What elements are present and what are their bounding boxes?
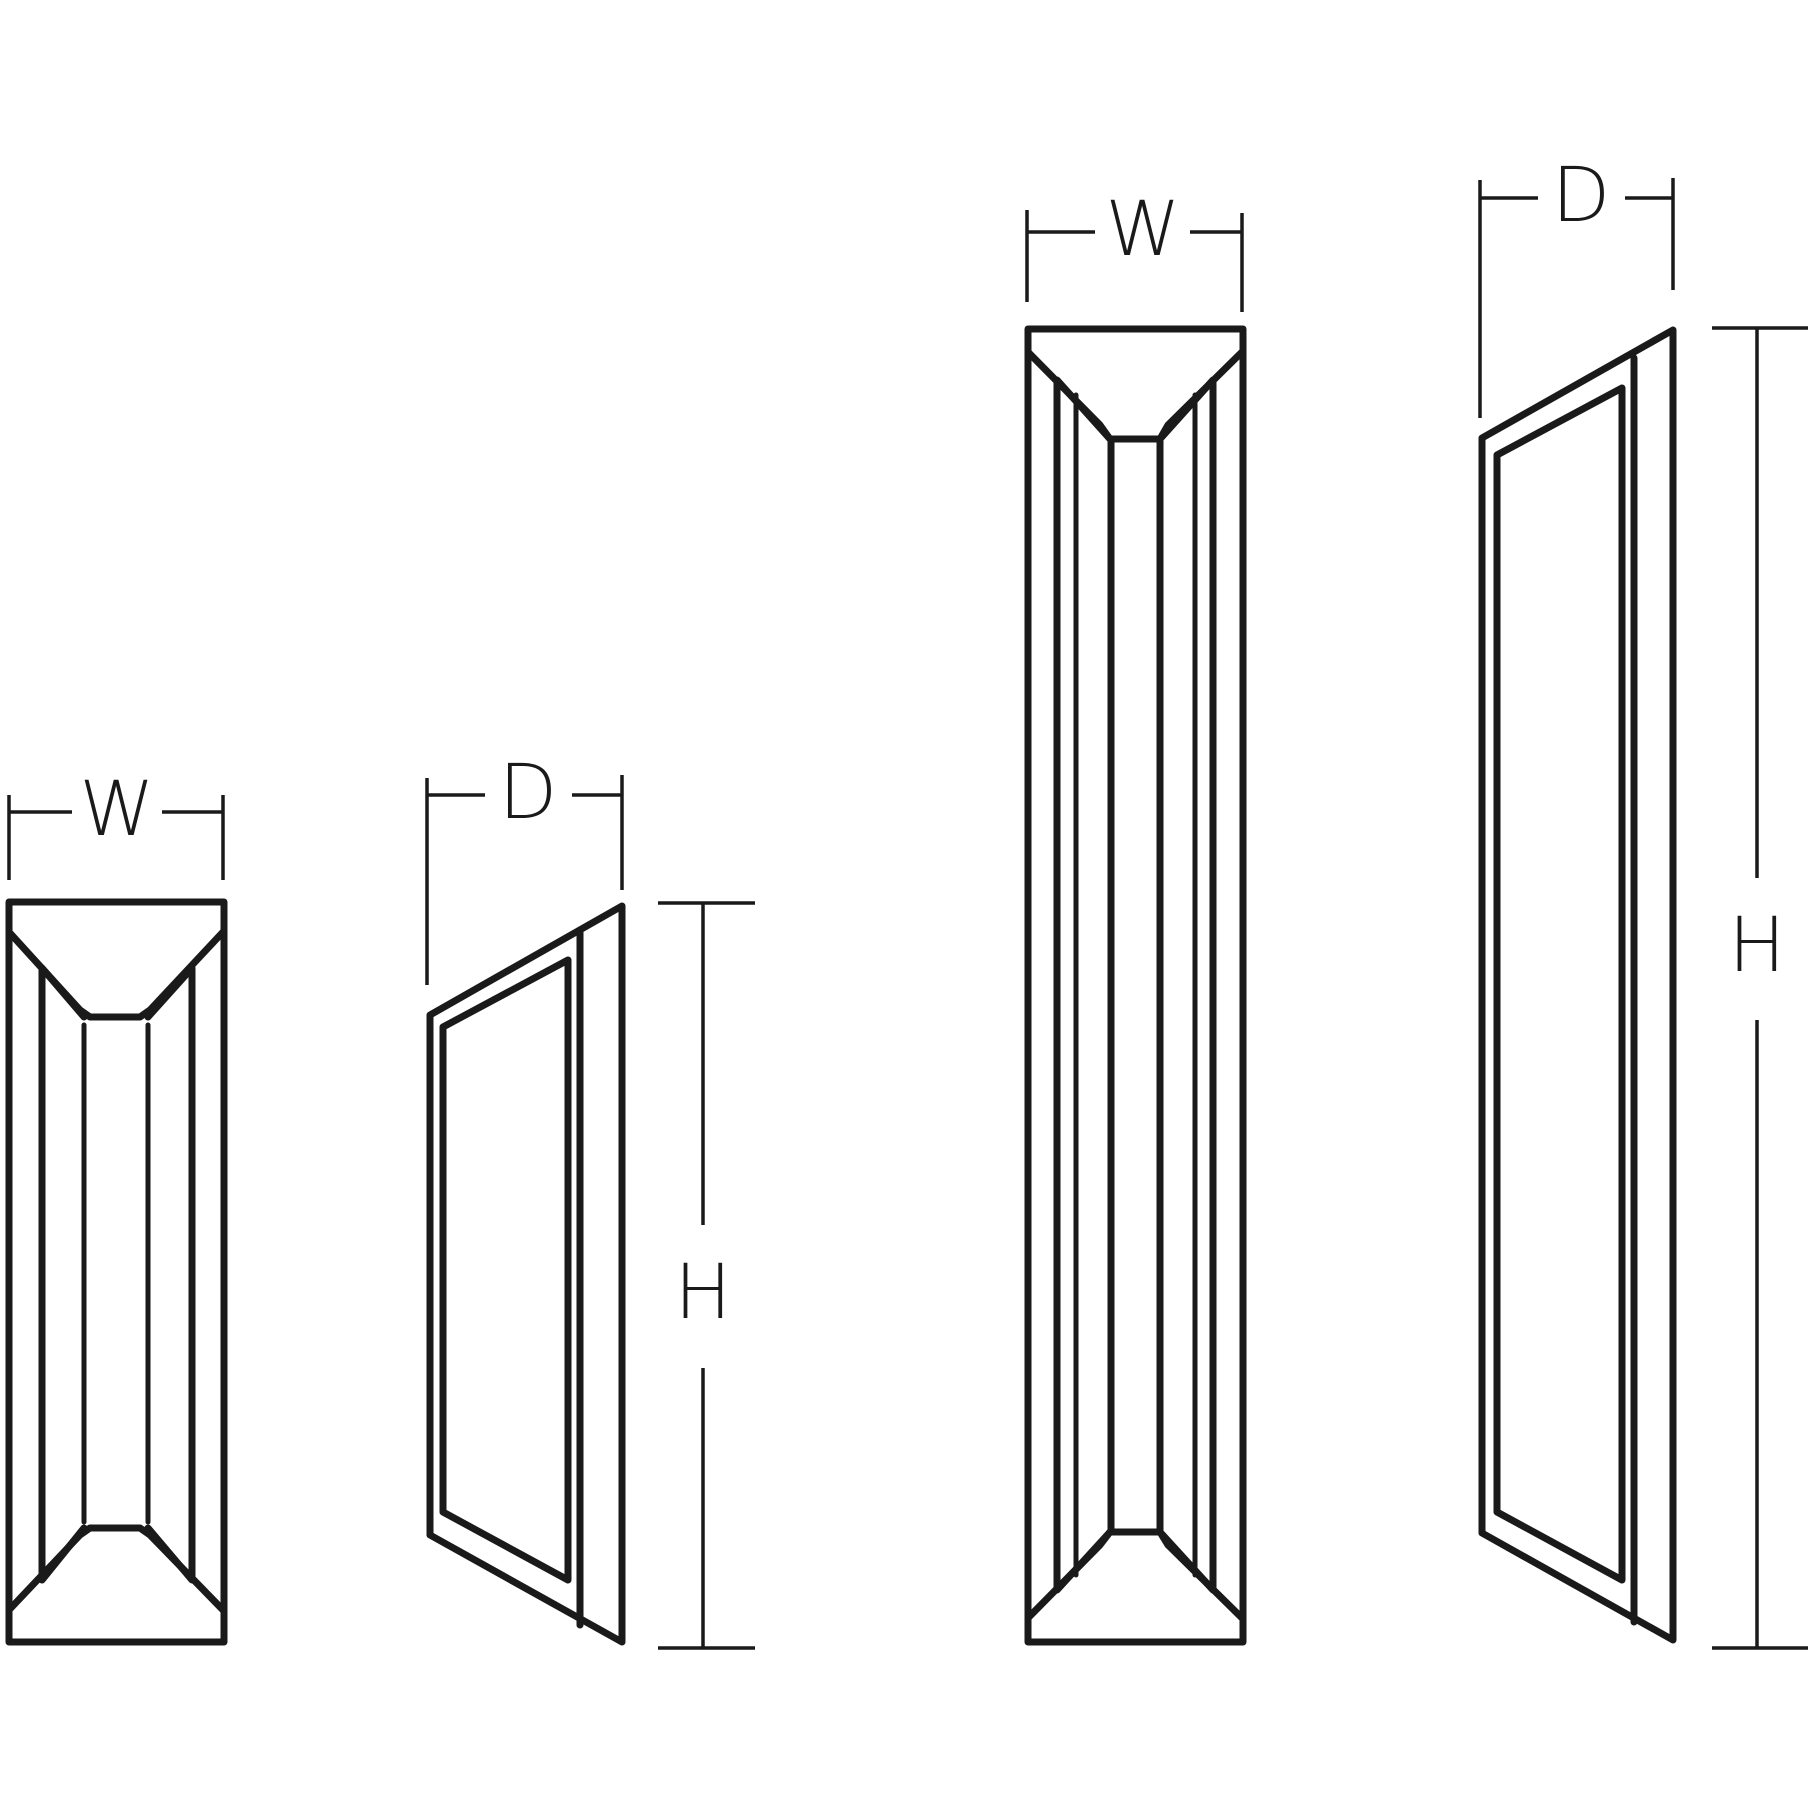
small-side-depth-label: D [499,747,558,836]
small-side-height-dimension: H [658,901,755,1650]
large-side-view: D H [1478,150,1808,1650]
small-front-outer-frame [5,898,228,1646]
small-side-body [426,902,626,1646]
large-side-height-dimension: H [1712,326,1808,1650]
small-front-left-channel [38,964,88,1584]
small-front-right-channel [144,964,196,1584]
large-front-width-label: W [1105,184,1180,273]
large-side-depth-label: D [1552,150,1611,239]
large-side-body [1478,326,1677,1644]
small-side-view: D H [425,747,755,1650]
small-side-depth-dimension: D [425,747,624,985]
large-front-width-dimension: W [1025,184,1244,312]
small-side-lens-panel [439,956,572,1584]
large-side-depth-dimension: D [1478,150,1675,418]
large-front-view: W [1024,184,1247,1646]
large-front-right-channel [1156,376,1217,1594]
large-front-left-channel [1053,376,1114,1594]
small-front-width-dimension: W [7,764,225,880]
large-side-height-label: H [1728,900,1785,989]
small-front-width-label: W [79,764,154,853]
large-side-lens-panel [1493,384,1626,1584]
large-front-outer-frame [1024,325,1247,1646]
small-front-view: W [5,764,228,1646]
small-side-height-label: H [674,1247,731,1336]
